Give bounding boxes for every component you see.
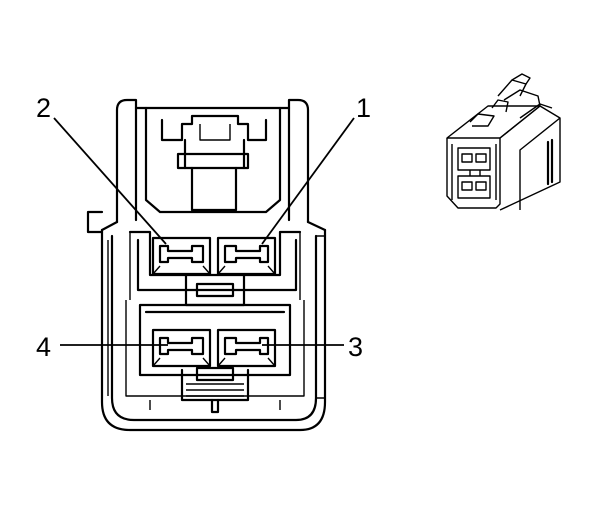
- callout-label-3: 3: [348, 332, 363, 362]
- callout-label-4: 4: [36, 332, 51, 362]
- terminal-cavity-1: [216, 236, 277, 276]
- bottom-lock: [149, 366, 281, 414]
- terminal-cavity-4: [151, 328, 212, 368]
- connector-housing: [86, 98, 327, 432]
- callout-label-2: 2: [36, 93, 51, 123]
- terminal-cavity-2: [151, 236, 212, 276]
- callout-leaders: [53, 117, 355, 346]
- connector-isometric-thumbnail: [446, 73, 561, 211]
- leader-line-1: [261, 117, 355, 245]
- upper-cavity-frame: [128, 230, 302, 300]
- terminal-cavity-3: [216, 328, 277, 368]
- leader-line-2: [53, 117, 167, 245]
- callout-label-1: 1: [356, 93, 371, 123]
- top-latch: [144, 106, 282, 214]
